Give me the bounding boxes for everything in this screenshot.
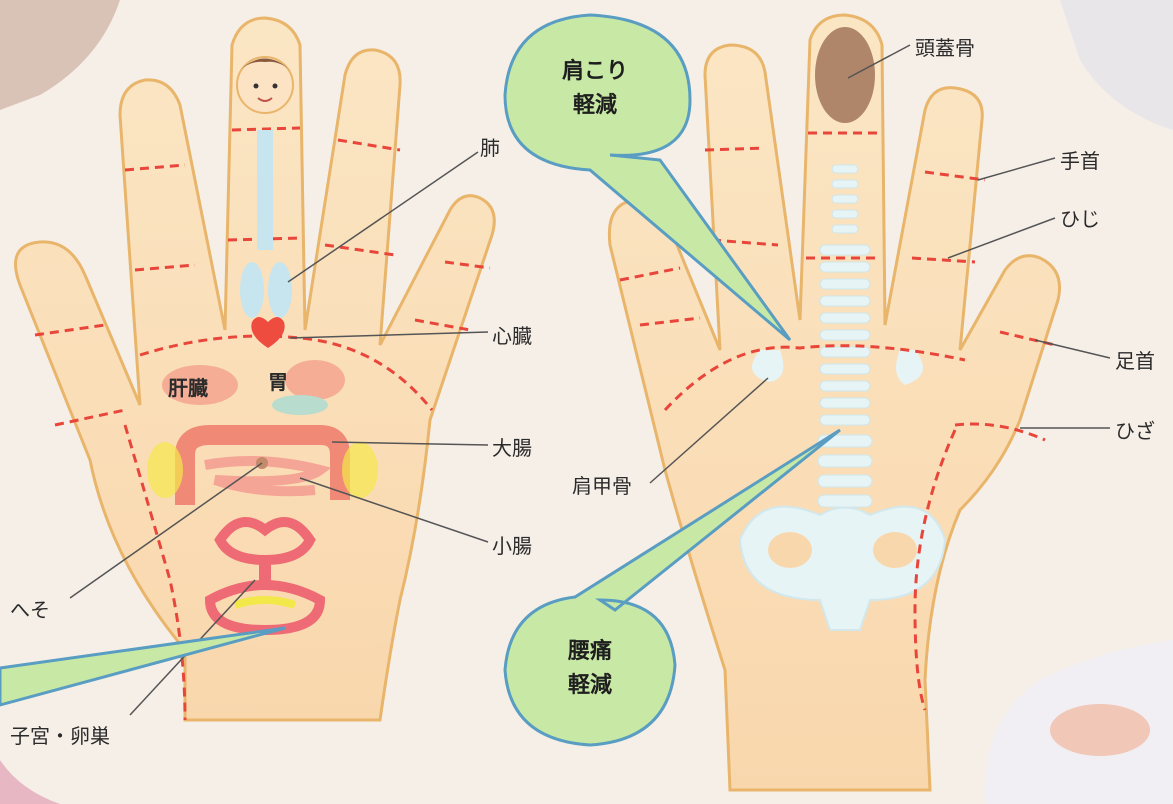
finger-photo bbox=[1050, 704, 1150, 756]
lower-back-bubble-text: 腰痛 軽減 bbox=[535, 635, 645, 703]
label-skull: 頭蓋骨 bbox=[915, 32, 975, 61]
label-small-intestine: 小腸 bbox=[492, 530, 532, 559]
label-wrist: 手首 bbox=[1060, 145, 1100, 174]
label-liver: 肝臓 bbox=[168, 372, 208, 401]
face-icon bbox=[237, 57, 293, 113]
label-scapula: 肩甲骨 bbox=[572, 470, 632, 499]
back-hand bbox=[609, 15, 1110, 790]
lower-back-bubble-line2: 軽減 bbox=[535, 669, 645, 703]
shoulder-bubble-line1: 肩こり bbox=[540, 55, 650, 89]
corner-photo-bottom-left bbox=[0, 760, 60, 804]
label-stomach: 胃 bbox=[268, 366, 288, 395]
label-knee: ひざ bbox=[1115, 415, 1155, 444]
shoulder-bubble-line2: 軽減 bbox=[540, 89, 650, 123]
lung-right bbox=[268, 262, 292, 318]
label-heart: 心臓 bbox=[492, 320, 532, 349]
corner-photo-top-left bbox=[0, 0, 120, 110]
label-elbow: ひじ bbox=[1060, 203, 1100, 232]
label-large-intestine: 大腸 bbox=[492, 432, 532, 461]
label-ankle: 足首 bbox=[1115, 345, 1155, 374]
palm-hand bbox=[16, 18, 495, 720]
lung-left bbox=[240, 262, 264, 318]
stomach bbox=[285, 360, 345, 400]
pancreas bbox=[272, 395, 328, 415]
corner-photo-top-right bbox=[1060, 0, 1173, 130]
label-uterus-ovary: 子宮・卵巣 bbox=[10, 720, 110, 749]
palm-hand-outline bbox=[16, 18, 495, 720]
label-navel: へそ bbox=[10, 594, 50, 623]
label-lung: 肺 bbox=[480, 132, 500, 161]
lower-back-bubble-line1: 腰痛 bbox=[535, 635, 645, 669]
skull bbox=[815, 27, 875, 123]
shoulder-bubble-text: 肩こり 軽減 bbox=[540, 55, 650, 123]
